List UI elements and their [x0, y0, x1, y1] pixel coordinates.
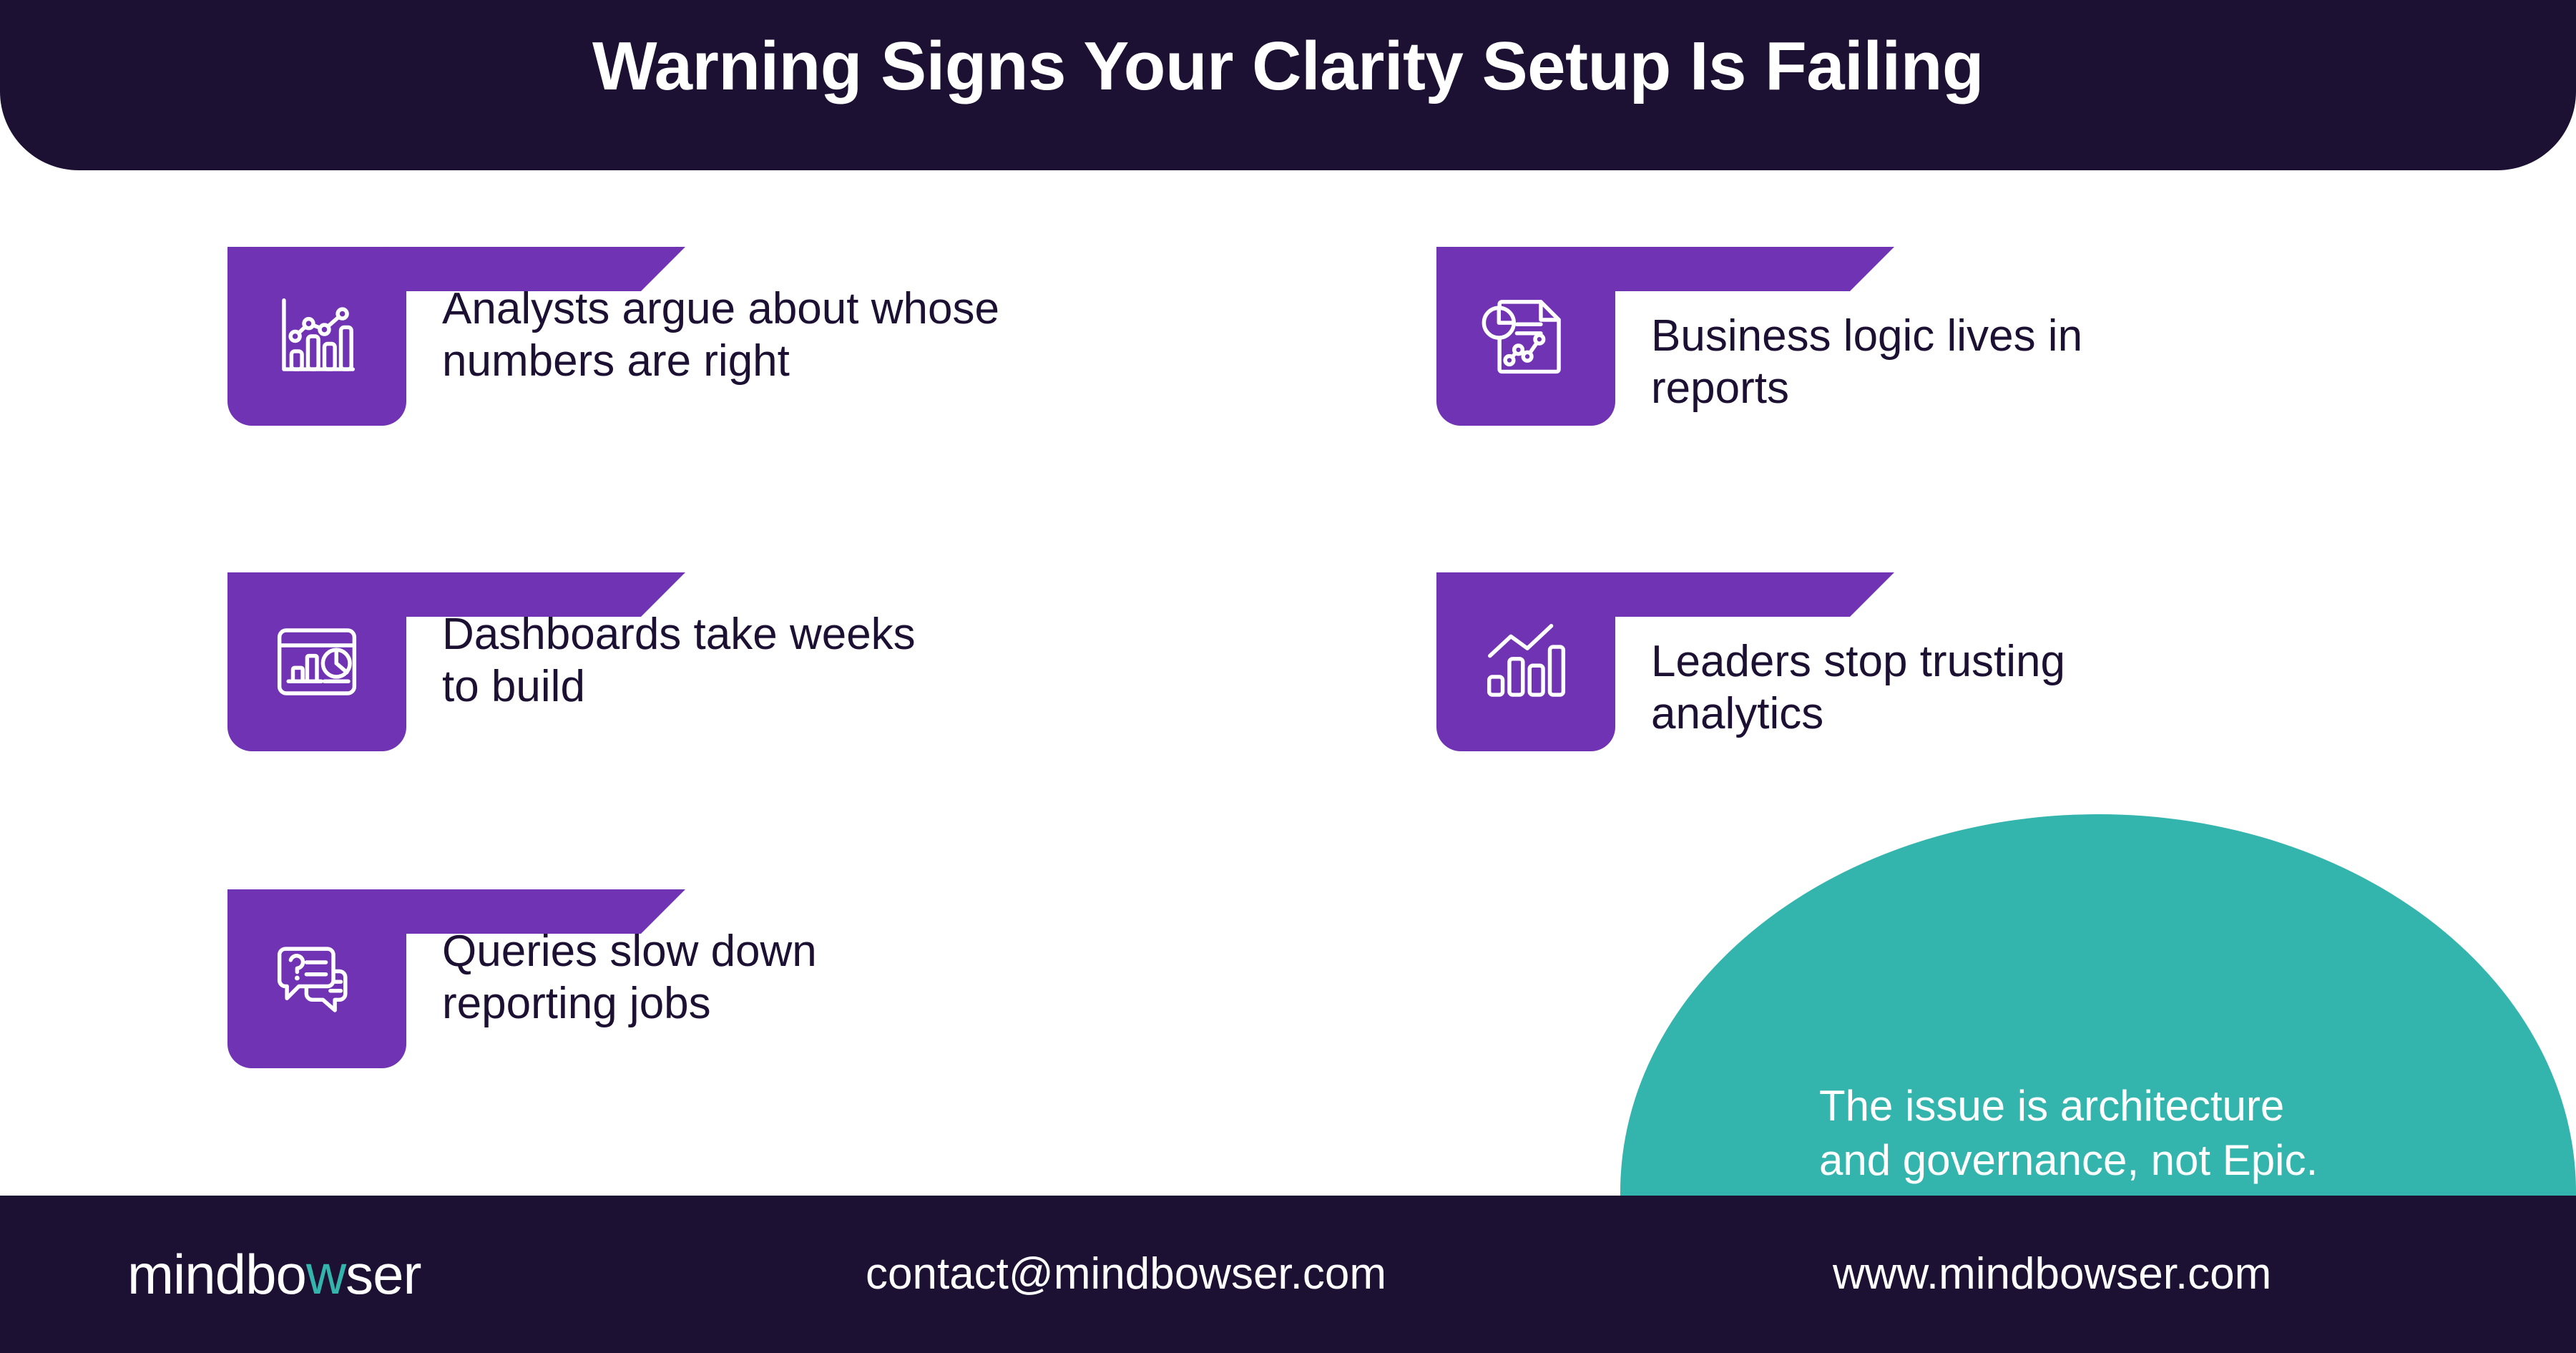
warning-item-business-logic: Business logic lives in reports [1436, 247, 2223, 426]
dashboard-window-icon [277, 628, 357, 695]
header-bar: Warning Signs Your Clarity Setup Is Fail… [0, 0, 2576, 170]
warning-item-dashboards-weeks: Dashboards take weeks to build [227, 572, 1014, 751]
page-title: Warning Signs Your Clarity Setup Is Fail… [592, 28, 1984, 104]
bars-trendline-icon [1487, 624, 1566, 697]
website-url[interactable]: www.mindbowser.com [1833, 1249, 2272, 1299]
item-label: Dashboards take weeks to build [442, 610, 916, 712]
item-icon-badge [227, 889, 406, 1068]
document-pie-chart-icon [1482, 300, 1561, 374]
logo-text-before: mindbo [127, 1243, 307, 1306]
warning-item-queries-slow: Queries slow down reporting jobs [227, 889, 1014, 1068]
bar-chart-line-icon [282, 298, 355, 371]
item-label: Business logic lives in reports [1651, 311, 2083, 414]
chat-bubbles-question-icon [277, 947, 348, 1012]
warning-item-leaders-trust: Leaders stop trusting analytics [1436, 572, 2223, 751]
item-label: Analysts argue about whose numbers are r… [442, 284, 999, 386]
callout-text: The issue is architecture and governance… [1819, 1082, 2318, 1184]
item-icon-badge [227, 572, 406, 751]
item-icon-badge [1436, 247, 1615, 426]
logo-accent-letter: w [305, 1243, 346, 1306]
item-icon-badge [1436, 572, 1615, 751]
logo-text-after: ser [346, 1243, 421, 1306]
footer-bar: mindbowser contact@mindbowser.com www.mi… [0, 1196, 2576, 1353]
item-icon-badge [227, 247, 406, 426]
brand-logo: mindbowser [127, 1246, 422, 1302]
contact-email[interactable]: contact@mindbowser.com [866, 1249, 1387, 1299]
warning-item-analysts-argue: Analysts argue about whose numbers are r… [227, 247, 1014, 426]
item-label: Leaders stop trusting analytics [1651, 637, 2066, 739]
item-label: Queries slow down reporting jobs [442, 927, 817, 1029]
